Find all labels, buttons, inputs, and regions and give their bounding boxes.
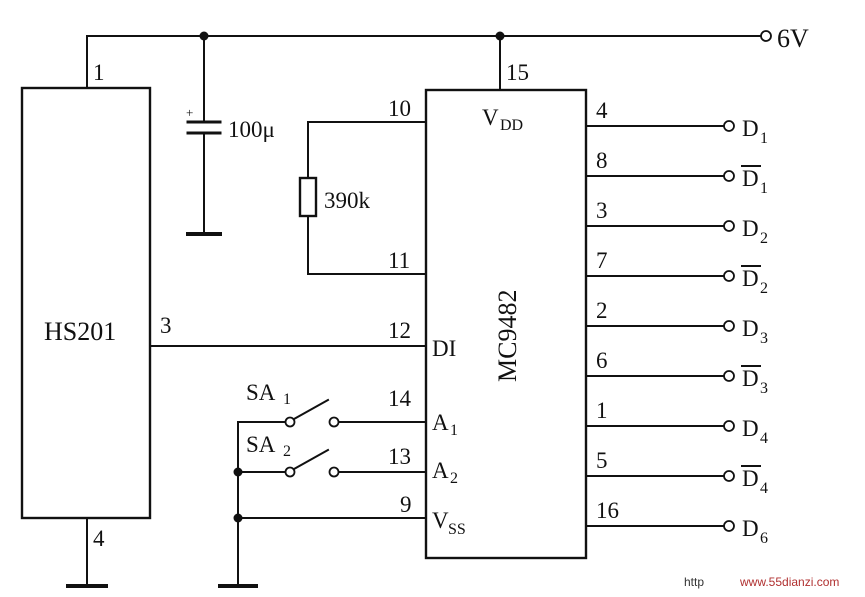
sw1-label: SA [246,380,276,405]
chip-pin-9: 9 [400,492,412,517]
vss-label: V [432,508,449,533]
watermark-prefix: http [684,575,704,589]
output-label-sub: 1 [760,130,768,147]
di-label: DI [432,336,456,361]
output-pin-number: 16 [596,498,619,523]
cap-polarity: + [186,105,193,120]
sw1-blade [292,398,330,421]
sensor-pin-4: 4 [93,526,105,551]
sw2-sub: 2 [283,443,291,460]
vdd-label: V [482,105,499,130]
sensor-label: HS201 [44,317,116,346]
a2-sub: 2 [450,470,458,487]
sw2-contact [328,466,340,478]
resistor-label: 390k [324,188,371,213]
output-label: D [742,216,759,241]
a2-label: A [432,458,449,483]
output-label-sub: 6 [760,530,768,547]
chip-pin-12: 12 [388,318,411,343]
chip-mc9482 [424,88,588,560]
output-label: D [742,116,759,141]
junction-dot [233,467,243,477]
output-terminal [723,120,735,132]
output-label: D [742,466,759,491]
chip-label: MC9482 [493,290,522,382]
output-terminal [723,470,735,482]
a1-label: A [432,410,449,435]
sw1-sub: 1 [283,391,291,408]
chip-pin-15: 15 [506,60,529,85]
sw2-label: SA [246,432,276,457]
output-pin-number: 5 [596,448,608,473]
chip-pin-11: 11 [388,248,410,273]
output-label: D [742,266,759,291]
output-label-sub: 2 [760,280,768,297]
sw1-contact [284,416,296,428]
output-label-sub: 1 [760,180,768,197]
output-pin-number: 1 [596,398,608,423]
output-pin-number: 6 [596,348,608,373]
supply-label: 6V [777,24,809,53]
output-label-sub: 3 [760,330,768,347]
output-pin-number: 2 [596,298,608,323]
output-label-sub: 4 [760,480,768,497]
output-terminal [723,320,735,332]
output-terminal [723,170,735,182]
resistor [298,176,318,218]
output-label: D [742,516,759,541]
output-terminal [723,520,735,532]
vdd-sub: DD [500,117,523,134]
output-label: D [742,316,759,341]
sensor-pin-1: 1 [93,60,105,85]
output-pin-number: 7 [596,248,608,273]
output-label-sub: 4 [760,430,768,447]
output-terminal [723,220,735,232]
output-label-sub: 2 [760,230,768,247]
output-label: D [742,366,759,391]
output-terminal [723,370,735,382]
output-label: D [742,416,759,441]
sensor-pin-3: 3 [160,313,172,338]
output-pin-number: 4 [596,98,608,123]
sw2-blade [292,448,330,471]
supply-terminal [760,30,772,42]
sensor-hs201 [20,86,152,520]
a1-sub: 1 [450,422,458,439]
vss-sub: SS [448,521,466,538]
sw2-contact [284,466,296,478]
output-terminal [723,420,735,432]
output-terminal [723,270,735,282]
sw1-contact [328,416,340,428]
output-label: D [742,166,759,191]
output-label-sub: 3 [760,380,768,397]
watermark: www.55dianzi.com [739,575,839,589]
chip-pin-13: 13 [388,444,411,469]
chip-pin-10: 10 [388,96,411,121]
output-pin-number: 8 [596,148,608,173]
capacitor-label: 100μ [228,117,275,142]
output-pin-number: 3 [596,198,608,223]
chip-pin-14: 14 [388,386,412,411]
